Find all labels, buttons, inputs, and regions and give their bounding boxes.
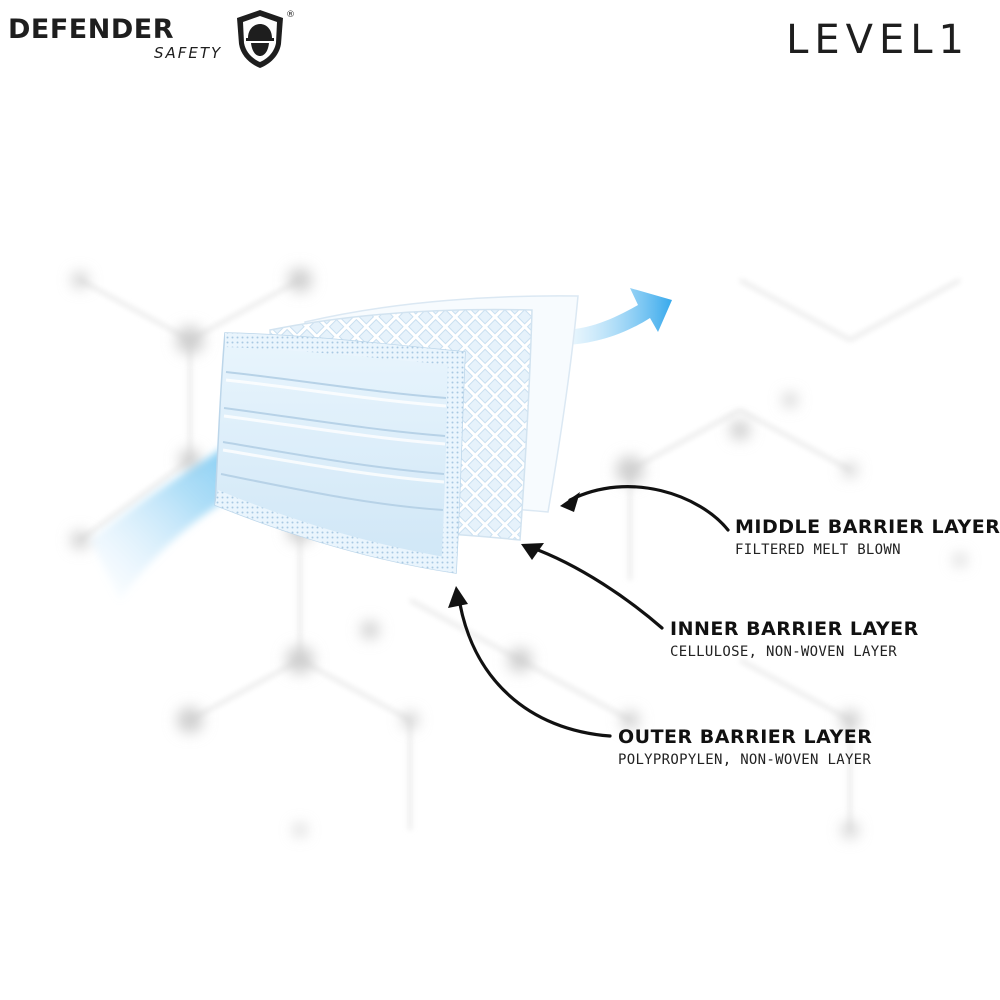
outer-barrier-label: OUTER BARRIER LAYER POLYPROPYLEN, NON-WO… [618, 726, 873, 768]
outgoing-air-arrow [560, 288, 672, 345]
brand-logo: DEFENDER SAFETY ® [8, 8, 308, 72]
inner-barrier-subtitle: CELLULOSE, NON-WOVEN LAYER [670, 644, 897, 660]
registered-mark: ® [286, 10, 295, 20]
middle-barrier-subtitle: FILTERED MELT BLOWN [735, 542, 901, 558]
outer-barrier-title: OUTER BARRIER LAYER [618, 726, 873, 748]
middle-layer-callout-arrow [568, 485, 730, 532]
level-badge: LEVEL1 [786, 17, 970, 63]
outer-barrier-subtitle: POLYPROPYLEN, NON-WOVEN LAYER [618, 752, 872, 768]
inner-barrier-label: INNER BARRIER LAYER CELLULOSE, NON-WOVEN… [670, 618, 919, 660]
outer-layer-callout-arrow [456, 590, 612, 738]
shield-helmet-icon [237, 10, 283, 68]
middle-barrier-label: MIDDLE BARRIER LAYER FILTERED MELT BLOWN [735, 516, 1000, 558]
inner-barrier-title: INNER BARRIER LAYER [670, 618, 919, 640]
middle-barrier-title: MIDDLE BARRIER LAYER [735, 516, 1000, 538]
inner-layer-callout-arrow [528, 545, 664, 630]
brand-subtitle: SAFETY [154, 44, 223, 62]
brand-name: DEFENDER [8, 14, 174, 45]
